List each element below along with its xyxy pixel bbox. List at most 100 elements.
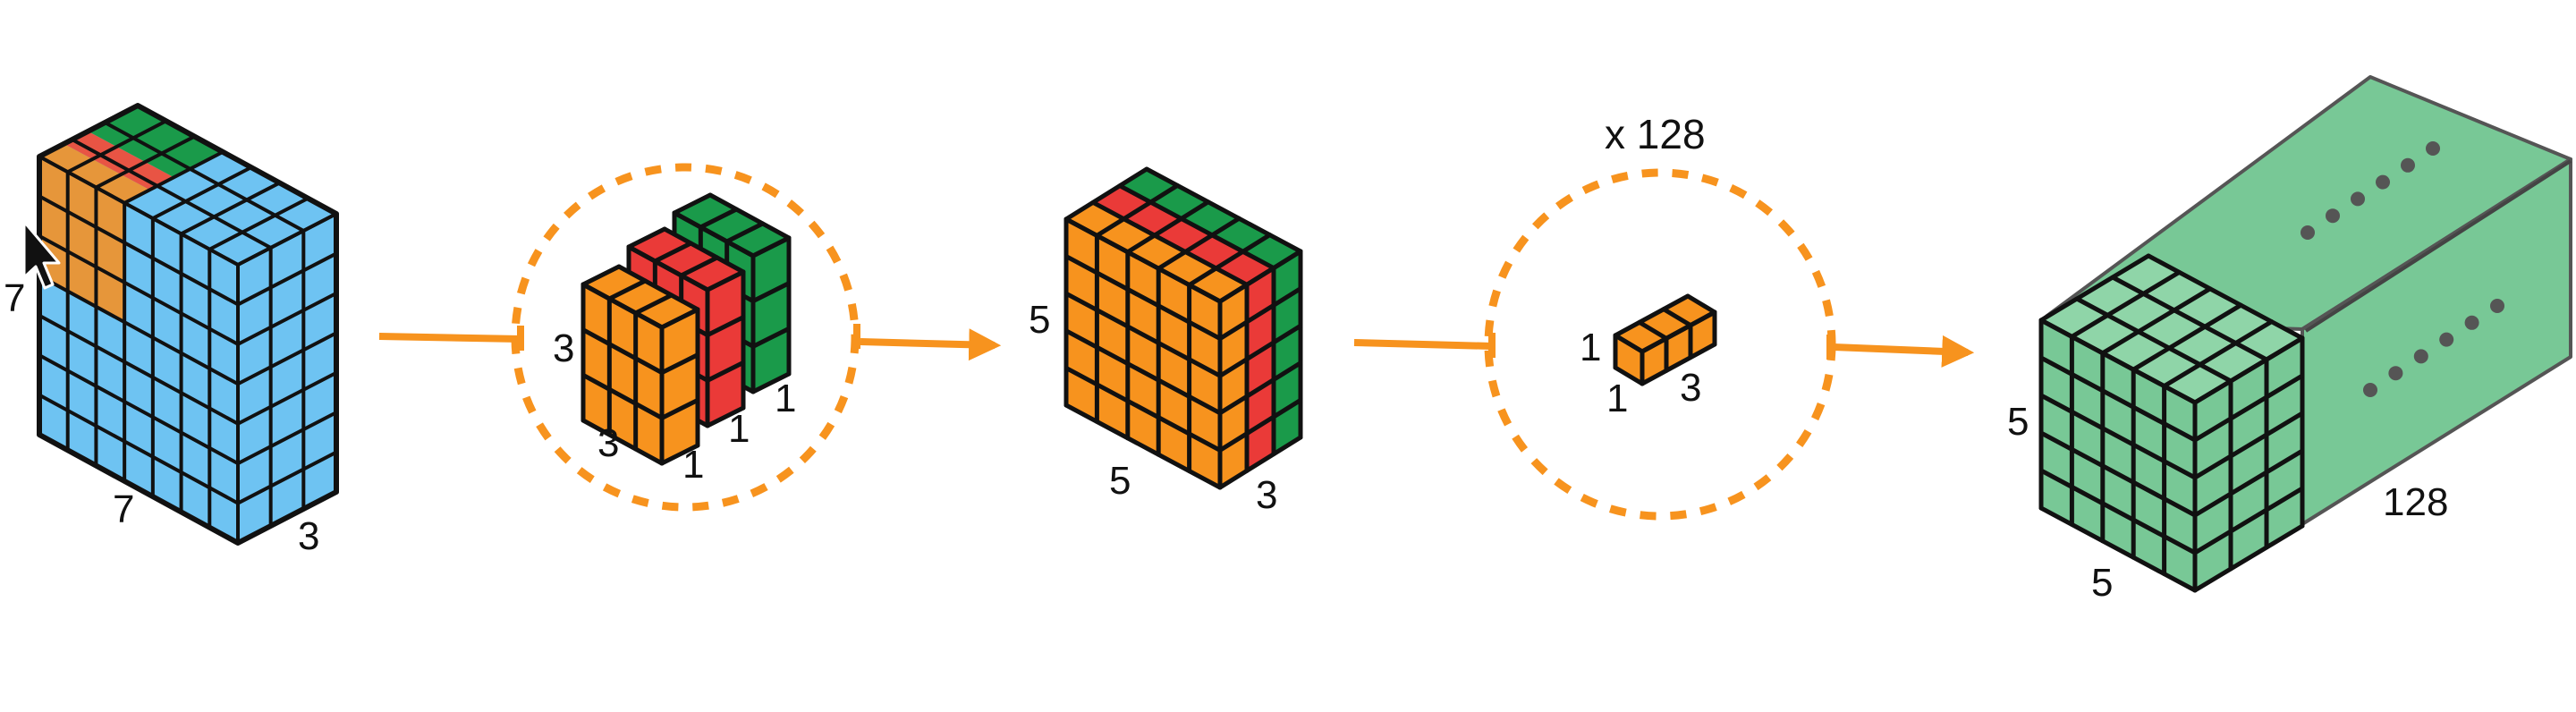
grid-line — [38, 393, 239, 505]
grid-line — [580, 372, 665, 420]
grid-line — [2038, 468, 2198, 555]
dw-side-channel-3 — [1274, 251, 1301, 454]
grid-line — [180, 181, 281, 236]
input-overlay-red — [64, 131, 174, 190]
pointwise-width-label: 1 — [1606, 377, 1628, 420]
grid-line — [1063, 328, 1223, 416]
grid-line — [2162, 319, 2275, 389]
grid-line — [672, 210, 756, 259]
ellipsis-dot — [2376, 174, 2390, 190]
grid-line — [659, 397, 700, 420]
pointwise-height-label: 1 — [1580, 326, 1601, 369]
grid-line — [705, 315, 746, 338]
grid-line — [237, 370, 337, 426]
grid-line — [2038, 318, 2198, 405]
grid-line — [38, 313, 239, 426]
kernel-red-side — [708, 272, 743, 426]
ellipsis-dot — [2439, 332, 2454, 347]
kernel-depth-label-orange: 1 — [682, 443, 704, 487]
grid-line — [672, 192, 713, 216]
kernel-depth-label-red: 1 — [728, 407, 750, 451]
grid-line — [1063, 365, 1223, 453]
grid-line — [2192, 486, 2305, 555]
grid-line — [1090, 199, 1250, 287]
grid-line — [580, 282, 665, 330]
grid-line — [705, 269, 746, 292]
grid-line — [1063, 403, 1223, 490]
ellipsis-dot — [2301, 225, 2315, 240]
grid-line — [1063, 254, 1223, 342]
arrow-pointwise-to-output — [1833, 335, 1975, 368]
input-overlay-orange-front — [39, 157, 124, 321]
grid-line — [1640, 342, 1717, 386]
grid-line — [708, 192, 792, 241]
grid-line — [208, 196, 309, 251]
pointwise-top — [1615, 296, 1715, 352]
grid-line — [1063, 291, 1223, 378]
final-output-front-cube — [2038, 253, 2305, 593]
grid-line — [2069, 269, 2182, 339]
kernel-orange — [580, 264, 700, 466]
depthwise-output-height-label: 5 — [1029, 298, 1050, 342]
grid-line — [659, 352, 700, 376]
input-overlay-green — [89, 106, 223, 177]
input-width-label: 7 — [113, 487, 134, 531]
grid-line — [2192, 335, 2305, 405]
arrow-kernels-to-depthwise-output — [860, 328, 1002, 361]
dw-side-channel-2 — [1247, 267, 1274, 471]
ellipsis-dot — [2464, 315, 2479, 330]
grid-line — [151, 165, 252, 220]
grid-line — [2110, 275, 2269, 362]
grid-line — [95, 134, 196, 190]
final-cube-top — [2041, 256, 2302, 403]
pointwise-multiplier-label: x 128 — [1605, 111, 1706, 157]
grid-line — [237, 331, 337, 386]
grid-line — [2100, 286, 2213, 356]
grid-line — [1217, 286, 1303, 342]
grid-line — [38, 234, 239, 346]
grid-line — [2146, 253, 2305, 341]
grid-line — [123, 150, 225, 205]
grid-line — [705, 360, 746, 383]
grid-line — [1156, 216, 1241, 271]
kernel-green-side — [753, 238, 789, 392]
grid-line — [1217, 435, 1303, 490]
grid-line — [659, 307, 700, 330]
depthwise-output-width-label: 5 — [1109, 459, 1131, 503]
input-block-side — [238, 213, 336, 541]
grid-line — [633, 292, 674, 316]
pointwise-depth-label: 3 — [1680, 366, 1701, 410]
grid-line — [1640, 309, 1717, 354]
grid-line — [1117, 183, 1276, 271]
dw-front — [1066, 219, 1220, 487]
grid-line — [705, 405, 746, 428]
grid-line — [679, 255, 720, 278]
input-overlay-orange — [39, 144, 149, 203]
kernel-orange-top — [583, 267, 698, 327]
final-cube-side — [2195, 338, 2302, 590]
grid-line — [750, 281, 792, 304]
grid-line — [1217, 323, 1303, 378]
grid-line — [698, 207, 739, 230]
kernel-width-label: 3 — [597, 421, 619, 465]
pointwise-kernel-group — [1484, 168, 1836, 521]
grid-line — [750, 371, 792, 394]
ellipsis-dot — [2388, 366, 2403, 381]
grid-line — [38, 194, 239, 307]
grid-line — [2192, 373, 2305, 443]
grid-line — [1661, 307, 1693, 328]
grid-line — [1685, 293, 1717, 315]
ellipsis-dot — [2363, 383, 2377, 397]
grid-line — [237, 212, 337, 267]
grid-line — [2192, 411, 2305, 480]
input-block — [37, 103, 339, 546]
grid-line — [659, 443, 700, 466]
ellipsis-dot — [2413, 349, 2428, 364]
grid-line — [616, 264, 700, 312]
grid-line — [580, 418, 665, 466]
grid-line — [237, 450, 337, 505]
grid-line — [1125, 199, 1211, 255]
grid-line — [237, 251, 337, 307]
input-depth-label: 3 — [298, 514, 319, 558]
